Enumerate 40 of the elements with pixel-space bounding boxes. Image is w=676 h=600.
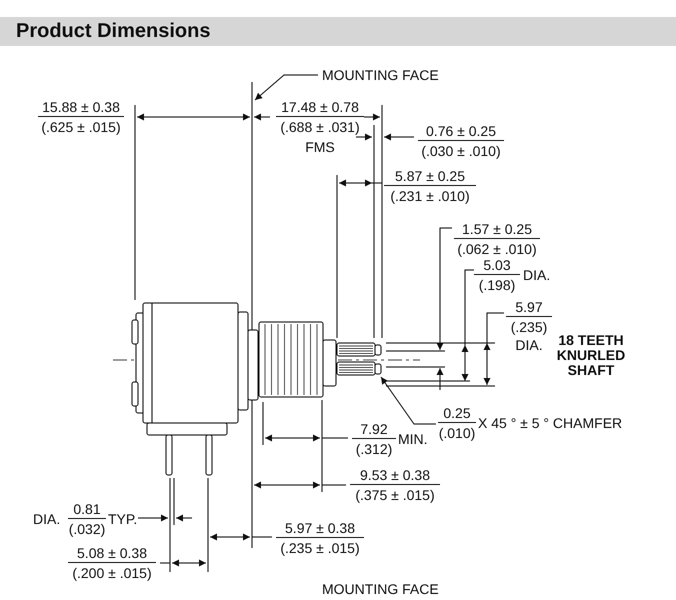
dimension-value: 0.25 — [438, 404, 476, 423]
callout-text: MOUNTING FACE — [322, 580, 439, 598]
shaft-drawing — [336, 342, 382, 376]
dimension-value: 7.92 — [352, 420, 396, 439]
dimension-note: FMS — [304, 138, 336, 156]
dimension-value: 0.81 — [68, 500, 106, 519]
dimension-value: (.032) — [68, 520, 106, 538]
dimension-value: 5.87 ± 0.25 — [384, 167, 476, 186]
dimension-value: (.198) — [478, 276, 516, 294]
dimension-value: (.010) — [438, 424, 476, 442]
dimension-value: (.235) — [510, 318, 548, 336]
dimension-value: (.231 ± .010) — [389, 187, 471, 205]
dimension-value: (.200 ± .015) — [71, 564, 153, 582]
leader-line — [254, 74, 318, 100]
callout-text: MOUNTING FACE — [322, 66, 439, 84]
dimension-value: 5.08 ± 0.38 — [68, 544, 156, 563]
dimension-value: 17.48 ± 0.78 — [276, 98, 364, 117]
dimension-value: 5.97 — [506, 298, 552, 317]
dimension-value: (.062 ± .010) — [456, 240, 538, 258]
dimension-value: 15.88 ± 0.38 — [38, 98, 124, 117]
dimension-value: 9.53 ± 0.38 — [350, 466, 440, 485]
title: Product Dimensions — [16, 19, 210, 44]
dimension-note: DIA. — [523, 266, 550, 284]
dimension-value: (.312) — [354, 440, 394, 458]
dimension-note: DIA. — [33, 510, 60, 528]
dimension-value: (.688 ± .031) — [279, 118, 361, 136]
dimension-note: DIA. — [514, 336, 544, 354]
dimension-value: 1.57 ± 0.25 — [454, 220, 540, 239]
dimension-value: 5.97 ± 0.38 — [276, 519, 364, 538]
dimension-note: MIN. — [398, 430, 428, 448]
leader-line — [380, 376, 436, 424]
shaft-note: 18 TEETH KNURLED SHAFT — [556, 333, 626, 378]
dimension-value: 5.03 — [474, 256, 520, 275]
dimension-note: X 45 ° ± 5 ° CHAMFER — [478, 414, 622, 432]
dimension-value: (.375 ± .015) — [354, 486, 436, 504]
dimension-value: (.235 ± .015) — [279, 539, 361, 557]
dimension-value: 0.76 ± 0.25 — [418, 122, 504, 141]
dimension-value: (.625 ± .015) — [40, 118, 122, 136]
dimension-note: TYP. — [108, 510, 138, 528]
dimension-value: (.030 ± .010) — [420, 142, 502, 160]
